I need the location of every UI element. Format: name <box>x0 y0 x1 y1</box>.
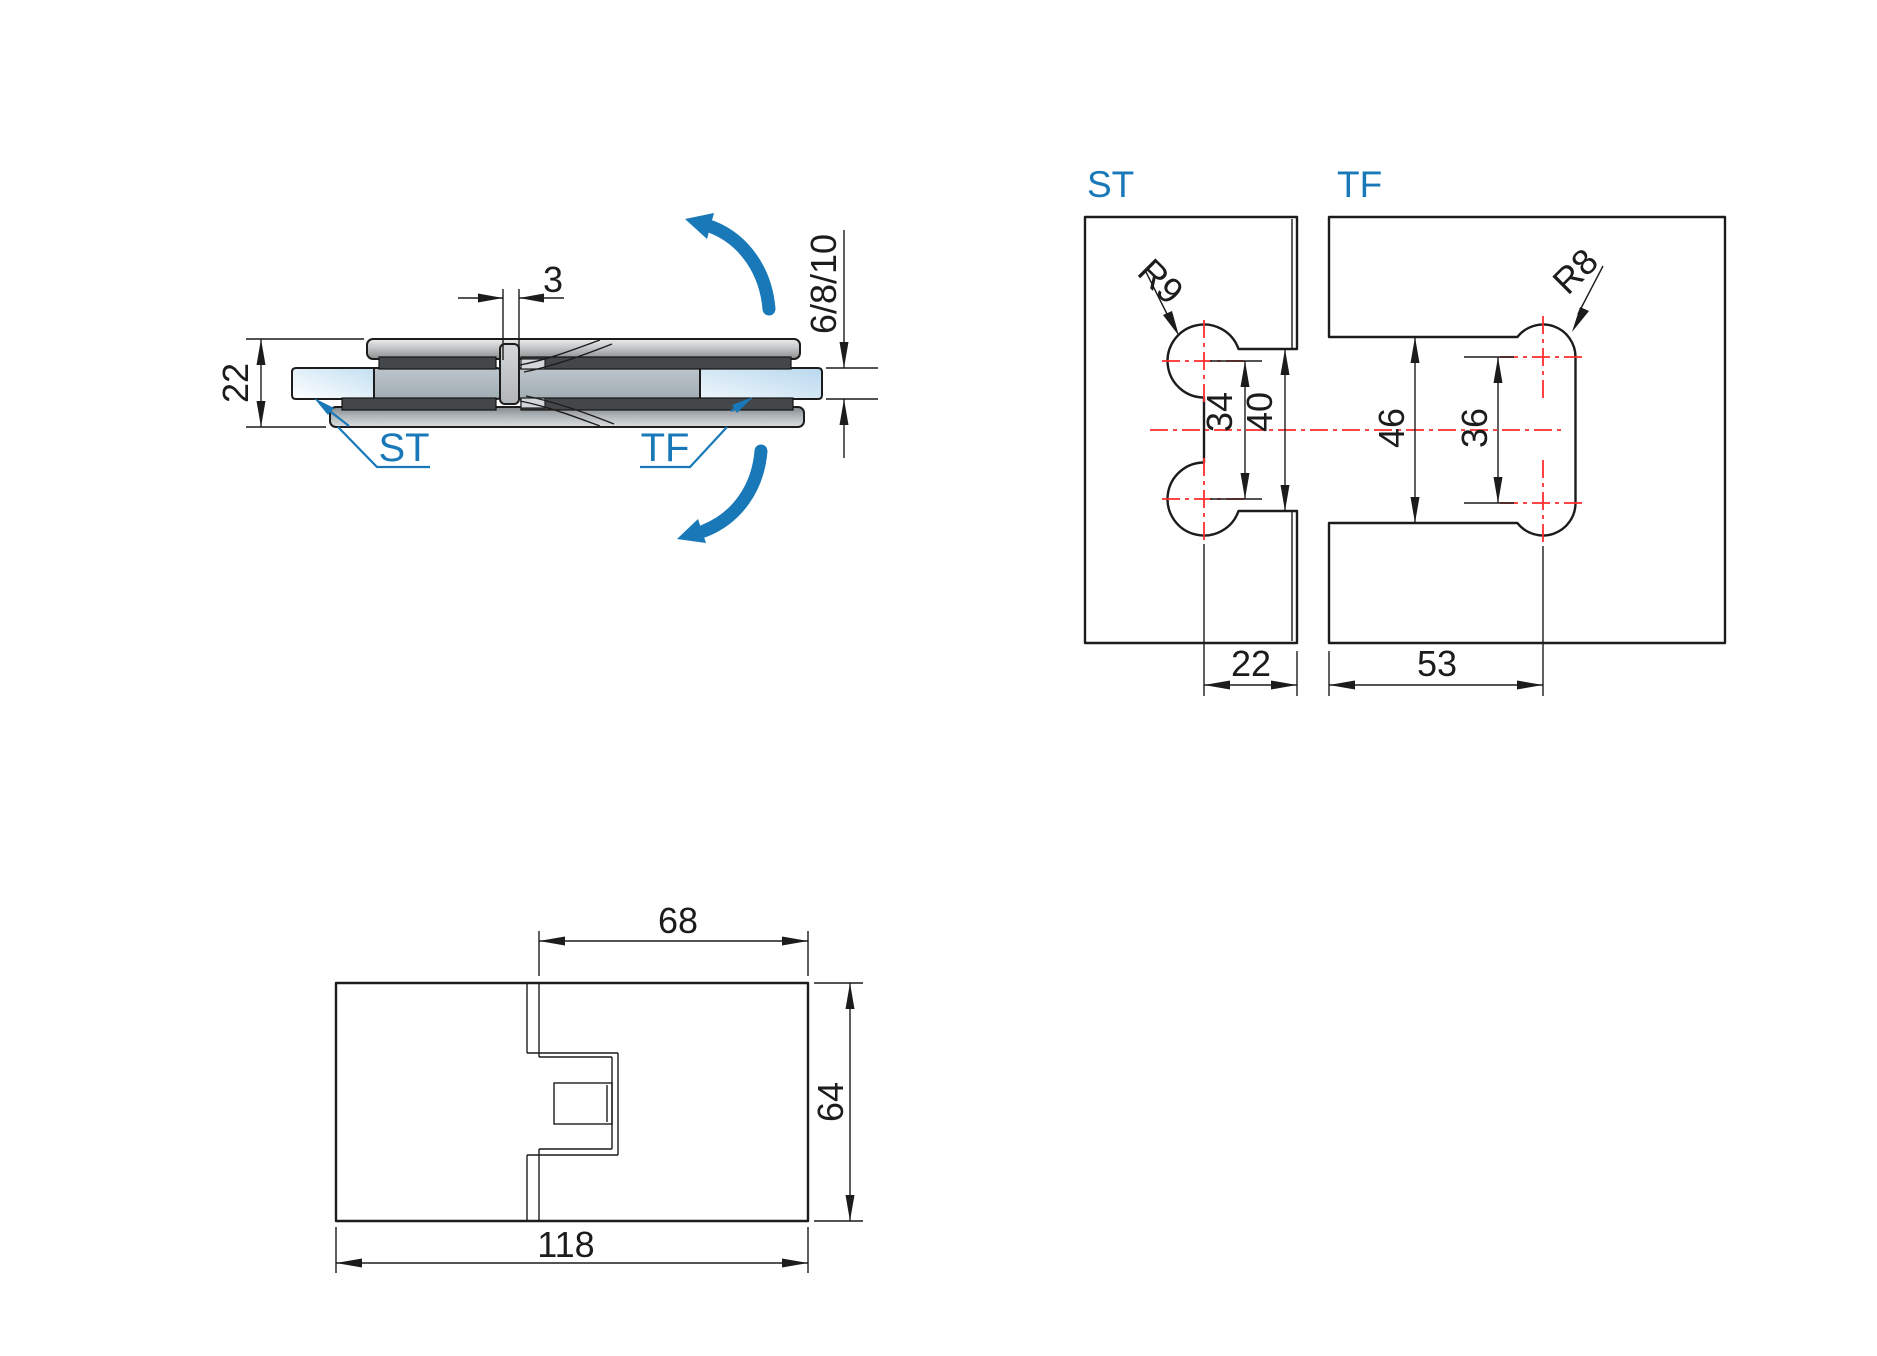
label-st-leader: ST <box>314 398 430 470</box>
arrowhead <box>1493 357 1503 383</box>
dim-plan-118: 118 <box>335 1224 809 1273</box>
pivot-seam-bottom-inner <box>525 395 615 425</box>
arrowhead <box>839 342 849 368</box>
top-gasket-left <box>378 356 497 370</box>
arrowhead <box>256 401 266 427</box>
radius-callout-r9: R9 <box>1130 250 1192 336</box>
arrowhead <box>782 936 808 946</box>
dim-value: 64 <box>810 1082 851 1122</box>
rotation-arrows <box>677 213 776 543</box>
tf-clamp-insert-top <box>520 358 546 370</box>
dim-st-34: 34 <box>1199 360 1262 500</box>
bottom-gasket-right <box>520 397 794 411</box>
arrowhead <box>519 293 544 303</box>
arrowhead <box>1204 680 1230 690</box>
dim-plan-64: 64 <box>810 982 863 1222</box>
dim-value: 22 <box>1231 643 1271 684</box>
arrowhead <box>1280 349 1290 375</box>
st-panel-title: ST <box>1087 164 1134 205</box>
arrowhead <box>1410 337 1420 363</box>
r8-leader <box>1577 265 1604 315</box>
radius-callout-r8: R8 <box>1544 240 1606 332</box>
rotation-arrow-down-head <box>677 519 706 543</box>
rotation-arrow-up-head <box>685 213 714 239</box>
arrowhead <box>1517 680 1543 690</box>
r8-label: R8 <box>1544 240 1606 302</box>
dim-value: 46 <box>1371 408 1412 448</box>
dim-st-22: 22 <box>1203 544 1298 696</box>
plan-body-outline <box>334 981 810 1223</box>
pivot-seam-bottom-outer <box>519 400 601 427</box>
dim-value: 53 <box>1417 643 1457 684</box>
arrowhead <box>256 339 266 365</box>
dim-glass-thickness: 6/8/10 <box>803 230 878 458</box>
tf-panel-title: TF <box>1337 164 1382 205</box>
dim-st-40: 40 <box>1239 349 1290 511</box>
pivot-seam-top-outer <box>519 339 601 366</box>
cross-section-view: 3 22 6/8/10 <box>215 213 878 543</box>
tf-section-label: TF <box>641 426 690 470</box>
dim-value: 68 <box>658 900 698 941</box>
arrowhead <box>845 983 855 1009</box>
arrowhead <box>1271 680 1297 690</box>
st-glass-exposed <box>291 367 377 400</box>
dim-tf-46: 46 <box>1371 337 1420 523</box>
arrowhead <box>336 1258 362 1268</box>
arrowhead <box>1280 485 1290 511</box>
arrowhead <box>1329 680 1355 690</box>
dim-gap-3: 3 <box>458 259 564 360</box>
top-cover-plate <box>366 338 801 360</box>
tf-glass-clamped <box>517 367 703 400</box>
dim-value-glass: 6/8/10 <box>803 234 844 334</box>
top-gasket-right <box>520 356 792 370</box>
arrowhead <box>539 936 565 946</box>
dim-value-height: 22 <box>215 363 256 403</box>
tf-glass-exposed <box>699 367 823 400</box>
pivot-seam-top-inner <box>523 343 613 373</box>
r9-label: R9 <box>1130 250 1192 312</box>
st-section-label: ST <box>378 426 429 470</box>
dim-value: 34 <box>1199 392 1240 432</box>
arrowhead <box>1493 477 1503 503</box>
arrowhead <box>1410 497 1420 523</box>
dim-value: 40 <box>1239 392 1280 432</box>
st-glass-clamped <box>373 367 503 400</box>
pivot-block <box>553 1082 613 1125</box>
st-leader-line <box>337 426 430 469</box>
label-tf-leader: TF <box>640 397 753 470</box>
dim-value: 36 <box>1454 408 1495 448</box>
dim-plan-68: 68 <box>538 900 809 976</box>
arrowhead <box>1240 361 1250 387</box>
arrowhead <box>839 399 849 425</box>
arrowhead <box>845 1195 855 1221</box>
arrowhead <box>1240 473 1250 499</box>
r8-arrowhead <box>1572 307 1589 332</box>
dim-tf-53: 53 <box>1328 546 1544 696</box>
rotation-arrow-up <box>705 220 776 316</box>
plan-view: 68 64 118 <box>334 900 863 1273</box>
dim-tf-36: 36 <box>1454 356 1514 504</box>
dim-value: 118 <box>537 1224 594 1265</box>
r9-arrowhead <box>1163 311 1179 336</box>
dim-value-gap: 3 <box>543 259 563 300</box>
tf-leader-line <box>640 426 728 469</box>
st-pointer-arrowhead <box>314 398 334 415</box>
dim-height-22: 22 <box>215 338 364 428</box>
arrowhead <box>478 293 503 303</box>
rotation-arrow-down <box>697 444 768 538</box>
tf-pointer-arrowhead <box>732 397 753 413</box>
bottom-gasket-left <box>341 397 497 411</box>
arrowhead <box>782 1258 808 1268</box>
hinge-pivot <box>499 343 520 405</box>
